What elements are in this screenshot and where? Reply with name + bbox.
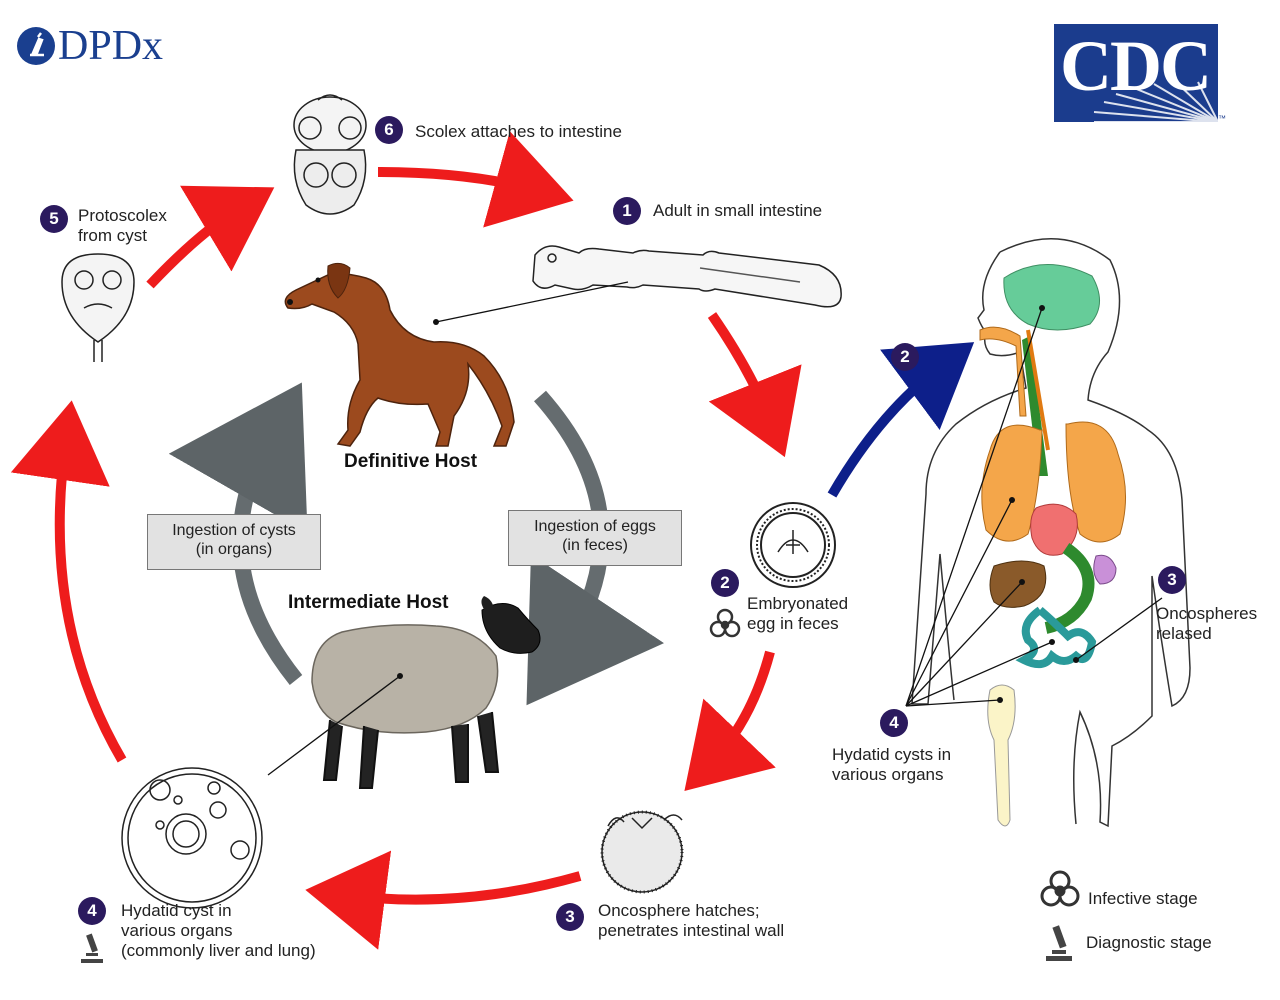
biohazard-icon [709,608,741,638]
ingestion-eggs-line2: (in feces) [562,537,628,554]
legend-microscope-icon [1046,925,1072,961]
protoscolex-drawing [61,253,135,362]
trademark-mark: ™ [1218,114,1226,123]
human-stage-4-badge: 4 [880,709,908,737]
stage-2-line2: egg in feces [747,614,839,633]
stage-2-line1: Embryonated [747,594,849,613]
arrow-4-to-5 [10,400,127,763]
arrow-1-to-2 [707,312,802,458]
definitive-host-label: Definitive Host [344,451,478,472]
human-stage-3-label: Oncospheres relased [1156,604,1257,644]
human-stage-3-line2: relased [1156,624,1212,643]
ingestion-eggs-line1: Ingestion of eggs [534,518,656,535]
stage-4-label: Hydatid cyst in various organs (commonly… [121,901,316,961]
human-stage-2-badge: 2 [891,343,919,371]
legend-diagnostic-label: Diagnostic stage [1086,933,1212,952]
arrow-5-to-6 [146,185,275,289]
stage-5-line1: Protoscolex [78,206,167,225]
human-stage-3-line1: Oncospheres [1156,604,1258,623]
dog-illustration [284,262,515,447]
scolex-attached-drawing [293,94,367,215]
stage-5-line2: from cyst [78,226,147,245]
stage-1-badge: 1 [613,197,641,225]
sheep-illustration [311,596,541,789]
stage-1-label: Adult in small intestine [653,201,823,220]
dpdx-logo-text: DPDx [58,23,164,69]
ingestion-cysts-line1: Ingestion of cysts [172,522,296,539]
arrow-to-human [827,342,975,498]
arrow-3-to-4 [305,850,582,950]
arrow-6-to-1 [377,131,574,228]
hydatid-cyst-drawing [121,767,263,909]
ingestion-cysts-box: Ingestion of cysts (in organs) [147,514,321,570]
stage-6-badge: 6 [375,116,403,144]
legend-biohazard-icon [1040,870,1080,907]
stage-4-line3: (commonly liver and lung) [121,941,316,960]
human-organs [979,264,1126,827]
adult-worm-drawing [532,245,842,308]
ingestion-eggs-box: Ingestion of eggs (in feces) [508,510,682,566]
stage-3-label: Oncosphere hatches; penetrates intestina… [598,901,784,941]
microscope-logo-icon [17,27,55,65]
cdc-logo-text: CDC [1060,26,1212,106]
pointer-adult-to-dog [435,281,629,323]
stage-3-badge: 3 [556,903,584,931]
ingestion-cysts-line2: (in organs) [195,541,273,558]
intermediate-host-label: Intermediate Host [288,592,449,613]
arrow-2-to-3 [684,650,776,791]
stage-2-badge: 2 [711,569,739,597]
stage-6-label: Scolex attaches to intestine [415,122,622,141]
stage-5-label: Protoscolex from cyst [78,206,167,246]
stage-4-line2: various organs [121,921,233,940]
stage-5-badge: 5 [40,205,68,233]
pointer-cyst-to-sheep [267,675,401,776]
embryonated-egg-drawing [750,502,836,588]
legend-infective-label: Infective stage [1088,889,1198,908]
stage-4-badge: 4 [78,897,106,925]
human-stage-4-label: Hydatid cysts in various organs [832,745,951,785]
human-stage-3-badge: 3 [1158,566,1186,594]
microscope-icon [81,933,103,963]
human-stage-4-line1: Hydatid cysts in [832,745,952,764]
stage-3-line1: Oncosphere hatches; [598,901,760,920]
human-stage-4-line2: various organs [832,765,944,784]
organ-pointer-lines [905,307,1163,707]
cdc-logo: CDC [1054,24,1218,122]
stage-4-line1: Hydatid cyst in [121,901,232,920]
stage-3-line2: penetrates intestinal wall [598,921,785,940]
stage-2-label: Embryonated egg in feces [747,594,848,634]
oncosphere-drawing [600,810,684,894]
